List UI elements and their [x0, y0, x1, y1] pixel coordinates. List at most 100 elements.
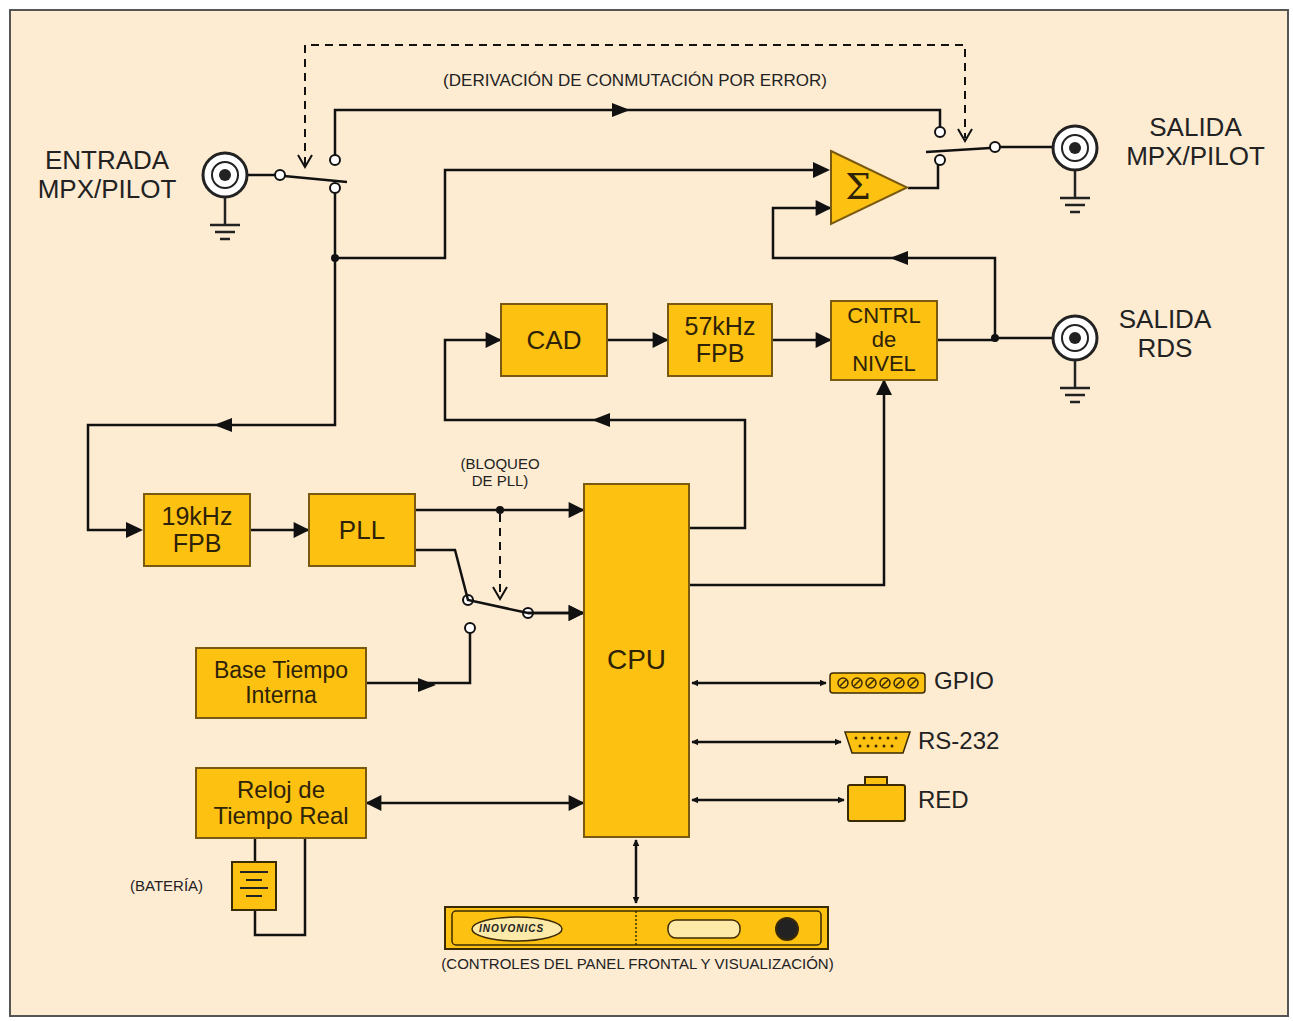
rs232-connector — [855, 737, 898, 748]
rs232-connector — [871, 737, 874, 740]
filter-box: 19kHz FPB — [143, 493, 251, 567]
node-text: Σ — [845, 168, 870, 207]
switch-lever — [284, 176, 347, 182]
flow-arrowhead — [813, 162, 830, 178]
timebase-box: Base Tiempo Interna — [195, 647, 367, 719]
signal-wire — [254, 839, 257, 862]
node-text: 19kHz FPB — [151, 503, 243, 557]
flow-arrowhead — [612, 103, 630, 117]
signal-wire — [908, 165, 938, 188]
signal-connector — [367, 613, 583, 683]
rs232-connector — [879, 737, 882, 740]
gpio-connector — [830, 673, 925, 693]
logo-text: INOVONICS — [479, 923, 544, 934]
control-dashed-line — [499, 514, 501, 596]
bnc-jack — [203, 153, 247, 197]
signal-connector — [251, 529, 308, 532]
junction-dot — [331, 254, 999, 514]
signal-connector — [690, 381, 884, 586]
process-box: CAD — [500, 303, 608, 377]
front-panel — [445, 907, 828, 949]
battery-symbol — [240, 872, 268, 896]
port-label: RED — [918, 787, 969, 813]
front-panel — [776, 918, 798, 940]
switch-contact — [990, 142, 1000, 152]
node-text: Base Tiempo Interna — [203, 658, 359, 708]
switch-contact — [330, 183, 340, 193]
edge-label: (BLOQUEO DE PLL) — [452, 456, 548, 489]
battery-symbol — [232, 862, 276, 910]
rs232-connector — [845, 732, 910, 753]
bnc-jack — [1053, 126, 1097, 170]
bus-arrow — [692, 799, 844, 802]
signal-wire — [995, 337, 1053, 340]
background-frame — [10, 10, 1288, 1016]
bnc-jack — [1053, 316, 1097, 360]
rs232-connector — [859, 745, 862, 748]
connector-label: SALIDA MPX/PILOT — [1108, 113, 1283, 170]
rs232-connector — [867, 745, 870, 748]
rs232-connector — [863, 737, 866, 740]
signal-connector — [416, 509, 583, 512]
control-arrowhead — [298, 155, 312, 167]
junction-dot — [331, 254, 339, 262]
gpio-connector — [838, 678, 918, 688]
signal-wire — [335, 110, 940, 155]
flow-arrowhead — [418, 678, 436, 692]
bus-arrow — [692, 682, 826, 685]
rs232-connector — [855, 737, 858, 740]
network-connector — [848, 785, 905, 821]
signal-wire — [335, 170, 815, 258]
gpio-connector — [830, 673, 925, 693]
level-control-box: CNTRL de NIVEL — [830, 300, 938, 381]
bus-arrow — [692, 741, 841, 744]
switch-contact — [465, 623, 475, 633]
gpio-connector — [840, 680, 916, 686]
signal-wire — [88, 193, 335, 530]
control-arrowhead — [958, 129, 972, 141]
signal-connector — [367, 802, 583, 805]
switch-lever — [926, 148, 990, 152]
flow-arrowhead — [126, 103, 908, 692]
filter-box: 57kHz FPB — [667, 303, 773, 377]
caption-note: (CONTROLES DEL PANEL FRONTAL Y VISUALIZA… — [395, 956, 880, 973]
signal-connector — [416, 550, 583, 613]
cpu-box: CPU — [583, 483, 690, 838]
pll-box: PLL — [308, 493, 416, 567]
clock-box: Reloj de Tiempo Real — [195, 767, 367, 839]
bus-arrow — [635, 840, 638, 903]
switch-contact — [330, 155, 340, 165]
port-label: RS-232 — [918, 728, 999, 754]
part-label: (BATERÍA) — [130, 878, 203, 895]
bnc-jack — [210, 197, 240, 239]
rs232-connector — [895, 737, 898, 740]
signal-wire — [247, 174, 276, 177]
switch-contact — [935, 155, 945, 165]
connector-label: SALIDA RDS — [1100, 305, 1230, 362]
front-panel — [635, 911, 637, 945]
rs232-connector — [883, 745, 886, 748]
flow-arrowhead — [214, 418, 232, 432]
signal-wire — [88, 110, 1053, 935]
node-text: Reloj de Tiempo Real — [203, 777, 359, 829]
battery-symbol — [232, 862, 276, 910]
bnc-jack — [203, 153, 247, 239]
front-panel — [668, 920, 740, 938]
control-dashed-line — [305, 45, 965, 165]
bnc-jack — [212, 162, 238, 188]
rs232-connector — [887, 737, 890, 740]
connector-label: ENTRADA MPX/PILOT — [22, 146, 192, 203]
front-panel — [472, 917, 562, 941]
bnc-jack — [1069, 332, 1081, 344]
bnc-jack — [1053, 126, 1097, 212]
bnc-jack — [1053, 316, 1097, 402]
signal-wire — [1000, 146, 1053, 149]
bnc-jack — [1062, 325, 1088, 351]
front-panel — [452, 911, 821, 945]
port-label: GPIO — [934, 668, 994, 694]
switch-contact — [935, 127, 945, 137]
rs232-connector — [845, 732, 910, 753]
bnc-jack — [1060, 170, 1090, 212]
node-text: CAD — [527, 326, 582, 354]
